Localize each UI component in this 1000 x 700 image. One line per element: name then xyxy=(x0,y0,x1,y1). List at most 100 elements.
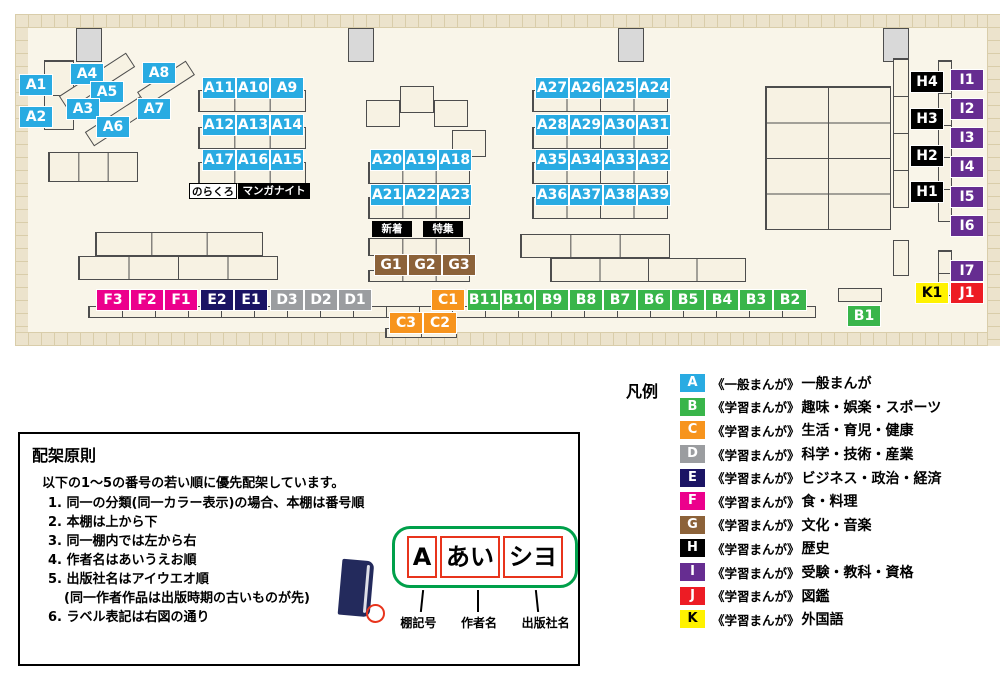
shelf-label-a39: A39 xyxy=(637,184,671,206)
shelf-label-a2: A2 xyxy=(19,106,53,128)
rules-list: 1. 同一の分類(同一カラー表示)の場合、本棚は番号順 2. 本棚は上から下 3. … xyxy=(48,494,364,627)
connector-line xyxy=(419,589,425,613)
shelf-label-a35: A35 xyxy=(535,149,569,171)
shelf-label-i3: I3 xyxy=(950,127,984,149)
example-captions: 棚記号 作者名 出版社名 xyxy=(388,614,582,631)
shelf-label-a34: A34 xyxy=(569,149,603,171)
shelf-label-a17: A17 xyxy=(202,149,236,171)
caption-shelf-code: 棚記号 xyxy=(400,616,437,630)
shelf-label-a9: A9 xyxy=(270,77,304,99)
shelf-label-g2: G2 xyxy=(408,254,442,276)
shelf-label-d3: D3 xyxy=(270,289,304,311)
shelf-label-b2: B2 xyxy=(773,289,807,311)
shelf-label-a33: A33 xyxy=(603,149,637,171)
legend-row-k: K《学習まんが》外国語 xyxy=(680,610,942,629)
legend-key-e: E xyxy=(680,468,705,487)
label-position-circle-icon xyxy=(366,604,385,623)
shelf-label-k1: K1 xyxy=(915,282,949,304)
legend-row-a: A《一般まんが》一般まんが xyxy=(680,374,942,393)
connector-line xyxy=(477,590,479,612)
shelf-label-g3: G3 xyxy=(442,254,476,276)
shelf-label-a37: A37 xyxy=(569,184,603,206)
shelf-label-a16: A16 xyxy=(236,149,270,171)
shelf-label-a18: A18 xyxy=(438,149,472,171)
legend-name: 趣味・娯楽・スポーツ xyxy=(801,399,942,416)
shelf-label-g1: G1 xyxy=(374,254,408,276)
legend-type: 《学習まんが》 xyxy=(712,423,800,439)
example-publisher: シヨ xyxy=(503,536,563,578)
rules-item: 4. 作者名はあいうえお順 xyxy=(48,553,197,568)
shelf-label-b1: B1 xyxy=(847,305,881,327)
caption-publisher: 出版社名 xyxy=(521,616,570,630)
bookshelf xyxy=(893,240,909,276)
shelf-label-c2: C2 xyxy=(423,312,457,334)
rules-item: 1. 同一の分類(同一カラー表示)の場合、本棚は番号順 xyxy=(48,496,365,511)
shelf-label-f2: F2 xyxy=(130,289,164,311)
legend-row-g: G《学習まんが》文化・音楽 xyxy=(680,515,942,535)
legend-type: 《学習まんが》 xyxy=(712,494,800,510)
shelf-label-a7: A7 xyxy=(137,98,171,120)
shelf-label-a10: A10 xyxy=(236,77,270,99)
bookshelf xyxy=(400,86,434,113)
bookshelf xyxy=(520,234,670,258)
label-example-box: A あい シヨ xyxy=(392,526,578,588)
shelf-label-b10: B10 xyxy=(501,289,535,311)
shelf-label-a23: A23 xyxy=(438,184,472,206)
wall-pillar xyxy=(883,28,909,62)
bookshelf xyxy=(838,288,882,302)
legend-key-c: C xyxy=(680,421,705,440)
shelf-label-i6: I6 xyxy=(950,215,984,237)
shelf-label-h3: H3 xyxy=(910,108,944,130)
legend-row-h: H《学習まんが》歴史 xyxy=(680,539,942,558)
legend-key-k: K xyxy=(680,610,705,629)
legend-key-d: D xyxy=(680,445,705,464)
legend-type: 《学習まんが》 xyxy=(712,400,800,416)
shelf-label-h4: H4 xyxy=(910,71,944,93)
shelf-label-b3: B3 xyxy=(739,289,773,311)
map-label-norakuro: のらくろ xyxy=(189,183,237,199)
bookshelf xyxy=(893,58,909,208)
bookshelf xyxy=(95,232,263,256)
legend-name: 歴史 xyxy=(801,541,830,558)
legend-name: ビジネス・政治・経済 xyxy=(801,470,942,487)
shelf-label-a13: A13 xyxy=(236,114,270,136)
shelf-label-a31: A31 xyxy=(637,114,671,136)
shelf-label-a3: A3 xyxy=(66,98,100,120)
legend-name: 受験・教科・資格 xyxy=(801,565,914,582)
map-label-manga-night: マンガナイト xyxy=(238,183,310,199)
legend-key-i: I xyxy=(680,563,705,582)
shelf-label-a4: A4 xyxy=(70,63,104,85)
legend-key-h: H xyxy=(680,539,705,558)
legend-row-i: I《学習まんが》受験・教科・資格 xyxy=(680,563,942,582)
map-label-special-feature: 特集 xyxy=(423,221,463,237)
shelf-label-a5: A5 xyxy=(90,81,124,103)
rules-item: (同一作者作品は出版時期の古いものが先) xyxy=(64,591,310,606)
rules-item: 3. 同一棚内では左から右 xyxy=(48,534,197,549)
connector-line xyxy=(534,589,540,613)
legend-name: 文化・音楽 xyxy=(801,517,872,534)
rules-intro: 以下の1〜5の番号の若い順に優先配架しています。 xyxy=(42,476,345,491)
wall-top xyxy=(15,14,1000,28)
shelf-label-a32: A32 xyxy=(637,149,671,171)
wall-right xyxy=(987,14,1000,346)
shelf-label-d1: D1 xyxy=(338,289,372,311)
legend-name: 外国語 xyxy=(801,612,844,629)
rules-item: 5. 出版社名はアイウエオ順 xyxy=(48,572,209,587)
legend-key-a: A xyxy=(680,374,705,393)
legend-row-c: C《学習まんが》生活・育児・健康 xyxy=(680,421,942,440)
wall-left xyxy=(15,14,28,346)
rules-item: 2. 本棚は上から下 xyxy=(48,515,158,530)
legend-name: 一般まんが xyxy=(801,376,872,393)
legend-key-b: B xyxy=(680,397,705,416)
shelf-label-a27: A27 xyxy=(535,77,569,99)
shelf-label-j1: J1 xyxy=(950,282,984,304)
shelf-label-c3: C3 xyxy=(389,312,423,334)
legend-row-j: J《学習まんが》図鑑 xyxy=(680,586,942,605)
rules-item: 6. ラベル表記は右図の通り xyxy=(48,610,210,625)
shelf-label-b4: B4 xyxy=(705,289,739,311)
example-shelf-code: A xyxy=(407,536,437,578)
shelf-label-a11: A11 xyxy=(202,77,236,99)
